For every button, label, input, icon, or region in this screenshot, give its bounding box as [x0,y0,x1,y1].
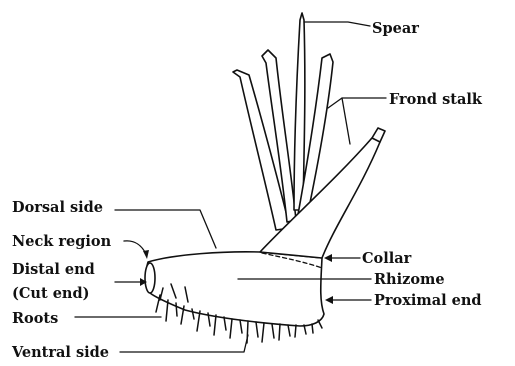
label-frond-stalk: Frond stalk [389,91,483,108]
label-spear: Spear [372,20,419,37]
label-ventral-side: Ventral side [11,344,109,361]
label-roots: Roots [12,310,58,327]
specimen-drawing [145,13,385,343]
label-distal-end: Distal end [12,261,95,278]
distal-cut-end [145,263,155,293]
label-collar: Collar [362,250,412,267]
label-neck-region: Neck region [12,233,112,250]
label-rhizome: Rhizome [374,271,445,288]
label-cut-end: (Cut end) [12,285,89,302]
label-dorsal-side: Dorsal side [12,199,103,216]
label-proximal-end: Proximal end [374,292,482,309]
